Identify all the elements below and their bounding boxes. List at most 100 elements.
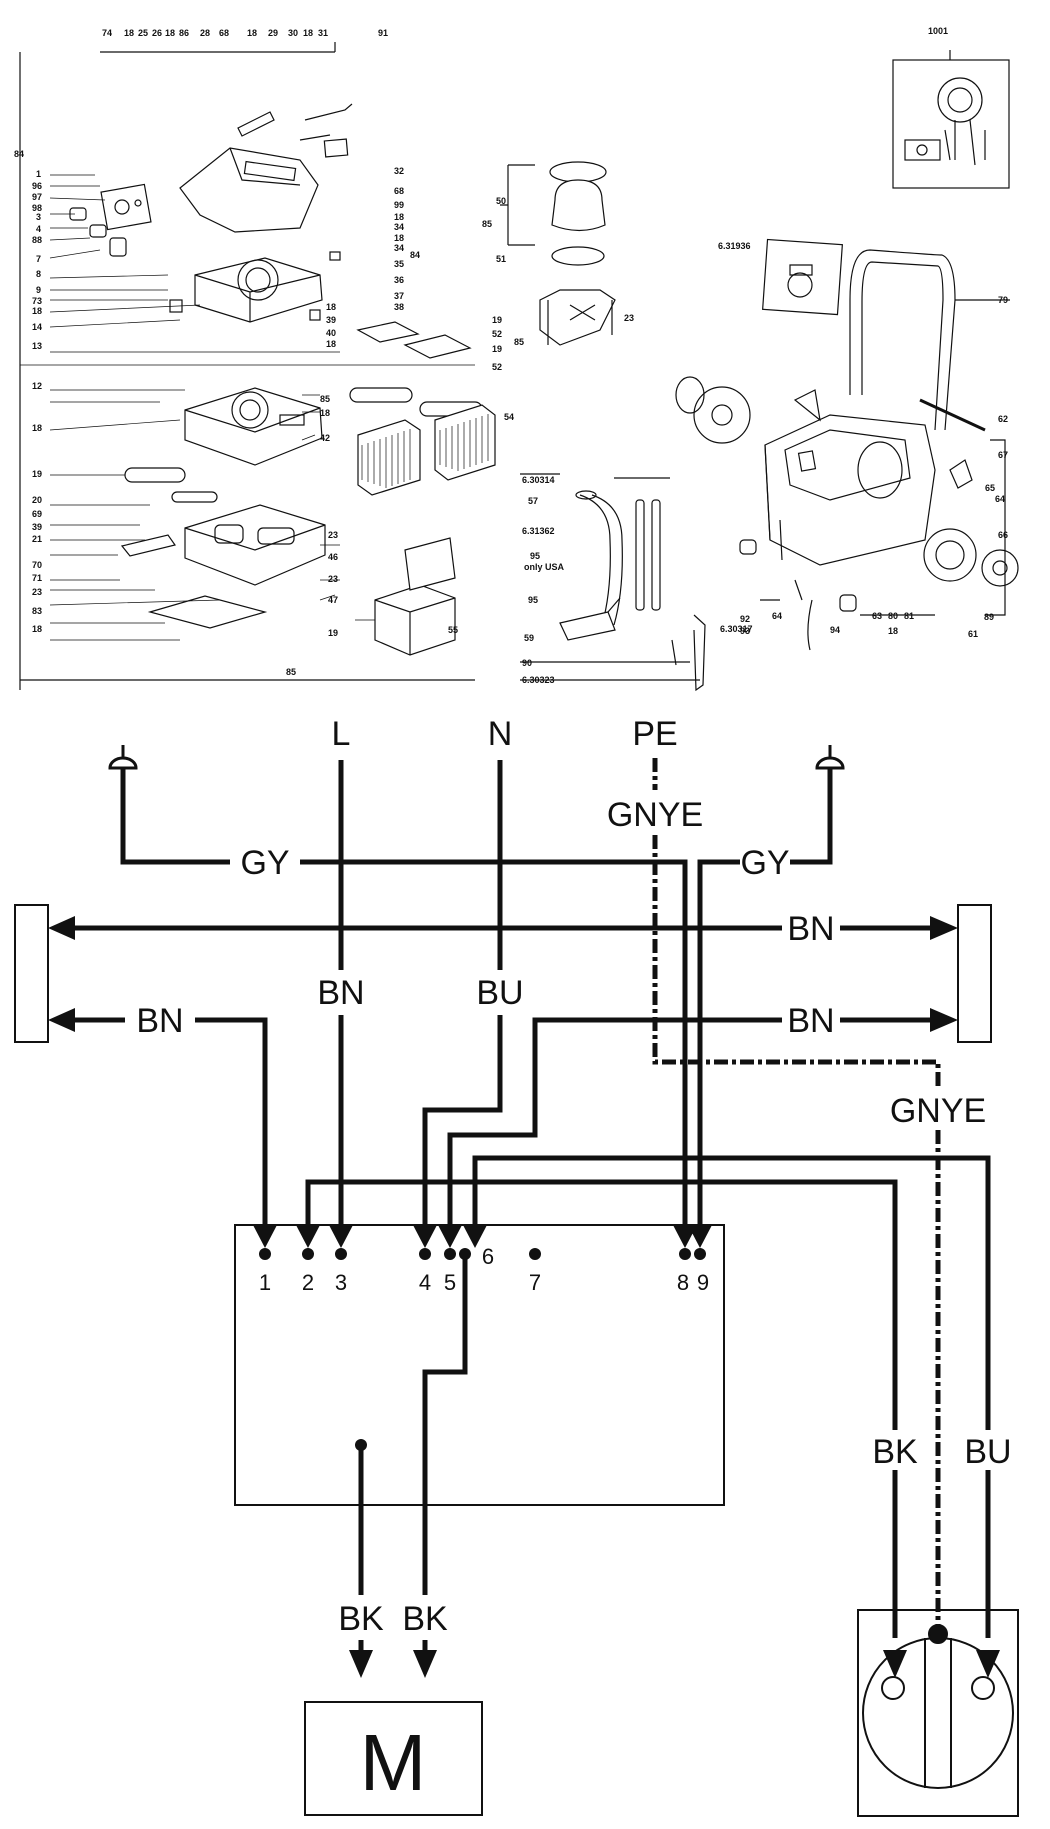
terminal-2: 2: [302, 1270, 314, 1295]
switch-assembly: [69, 183, 152, 257]
callout: 13: [32, 341, 42, 351]
callout: 19: [492, 315, 502, 325]
callout: 59: [524, 633, 534, 643]
callout: 7: [36, 254, 41, 264]
connector-box-right: [957, 904, 992, 1043]
callout: 64: [995, 494, 1005, 504]
callout: 84: [14, 149, 24, 159]
callout: 62: [998, 414, 1008, 424]
wire-label-bn-l: BN: [317, 974, 364, 1012]
callout: 19: [328, 628, 338, 638]
accessories: [520, 473, 706, 692]
callout: 21: [32, 534, 42, 544]
lower-base: [120, 504, 326, 629]
wire-label-bu-socket: BU: [964, 1433, 1011, 1471]
callout: 19: [492, 344, 502, 354]
control-module: [234, 1224, 725, 1506]
motor-box: [304, 1701, 483, 1816]
wire-label-bn-left: BN: [136, 1002, 183, 1040]
callout: 3: [36, 212, 41, 222]
callout: 80: [888, 611, 898, 621]
callout: 9: [36, 285, 41, 295]
terminal-8: 8: [677, 1270, 689, 1295]
callout: 35: [394, 259, 404, 269]
callout: 25: [138, 28, 148, 38]
callout: 79: [998, 295, 1008, 305]
callout: 18: [247, 28, 257, 38]
callout: 54: [504, 412, 514, 422]
connector-box-left: [14, 904, 49, 1043]
callout: 6.30323: [522, 675, 555, 685]
supply-n-label: N: [488, 715, 513, 753]
callout: 18: [326, 302, 336, 312]
callout: 18: [165, 28, 175, 38]
callout: 32: [394, 166, 404, 176]
callout: 6.30317: [720, 624, 753, 634]
motor-housing: [169, 251, 341, 323]
callout: 68: [394, 186, 404, 196]
callout: 55: [448, 625, 458, 635]
callout: 91: [378, 28, 388, 38]
callout: 6.30314: [522, 475, 555, 485]
callout: 18: [394, 233, 404, 243]
wire-label-bu-n: BU: [476, 974, 523, 1012]
callout: 94: [830, 625, 840, 635]
callout: 18: [32, 423, 42, 433]
lamp-right-icon: [815, 745, 845, 770]
callout: 90: [522, 658, 532, 668]
callout: 81: [904, 611, 914, 621]
wiring-diagram: M: [14, 715, 1019, 1817]
terminal-1: 1: [259, 1270, 271, 1295]
callout: 8: [36, 269, 41, 279]
callout: 96: [32, 181, 42, 191]
callout: 34: [394, 243, 404, 253]
dust-box: [374, 537, 456, 656]
callout: 66: [998, 530, 1008, 540]
callout: 99: [394, 200, 404, 210]
callout: 18: [326, 339, 336, 349]
callout: 23: [32, 587, 42, 597]
wires: [75, 760, 991, 1650]
callout: 65: [985, 483, 995, 493]
callout: 68: [219, 28, 229, 38]
callout: 23: [328, 530, 338, 540]
terminal-3: 3: [335, 1270, 347, 1295]
callout: 12: [32, 381, 42, 391]
wire-label-bk-motor-left: BK: [338, 1600, 384, 1638]
wire-label-bk-motor-right: BK: [402, 1600, 448, 1638]
callout: 47: [328, 595, 338, 605]
terminal-labels: 1 2 3 4 5 6 7 8 9: [259, 1244, 709, 1295]
callout: 28: [200, 28, 210, 38]
socket-outlet: [857, 1609, 1019, 1817]
callout: 67: [998, 450, 1008, 460]
callout: 39: [326, 315, 336, 325]
callout: 73: [32, 296, 42, 306]
callout: 31: [318, 28, 328, 38]
callout: 50: [496, 196, 506, 206]
callout: 18: [888, 626, 898, 636]
callout: 93: [740, 626, 750, 636]
terminal-4: 4: [419, 1270, 431, 1295]
callout: 46: [328, 552, 338, 562]
callout: 18: [32, 306, 42, 316]
supply-l-label: L: [332, 715, 351, 753]
motor-cover: [179, 103, 353, 233]
callout: 34: [394, 222, 404, 232]
callout: 6.31936: [718, 241, 751, 251]
callout: 1: [36, 169, 41, 179]
callout: 38: [394, 302, 404, 312]
wire-label-gnye-right: GNYE: [890, 1092, 986, 1130]
callout: 85: [482, 219, 492, 229]
callout: 18: [32, 624, 42, 634]
leader-lines: [49, 174, 375, 641]
note-text: only USA: [524, 562, 565, 572]
callout: 37: [394, 291, 404, 301]
callout: 85: [286, 667, 296, 677]
callout: 74: [102, 28, 112, 38]
callout: 69: [32, 509, 42, 519]
callout: 95: [528, 595, 538, 605]
callout: 18: [124, 28, 134, 38]
callout: 18: [394, 212, 404, 222]
